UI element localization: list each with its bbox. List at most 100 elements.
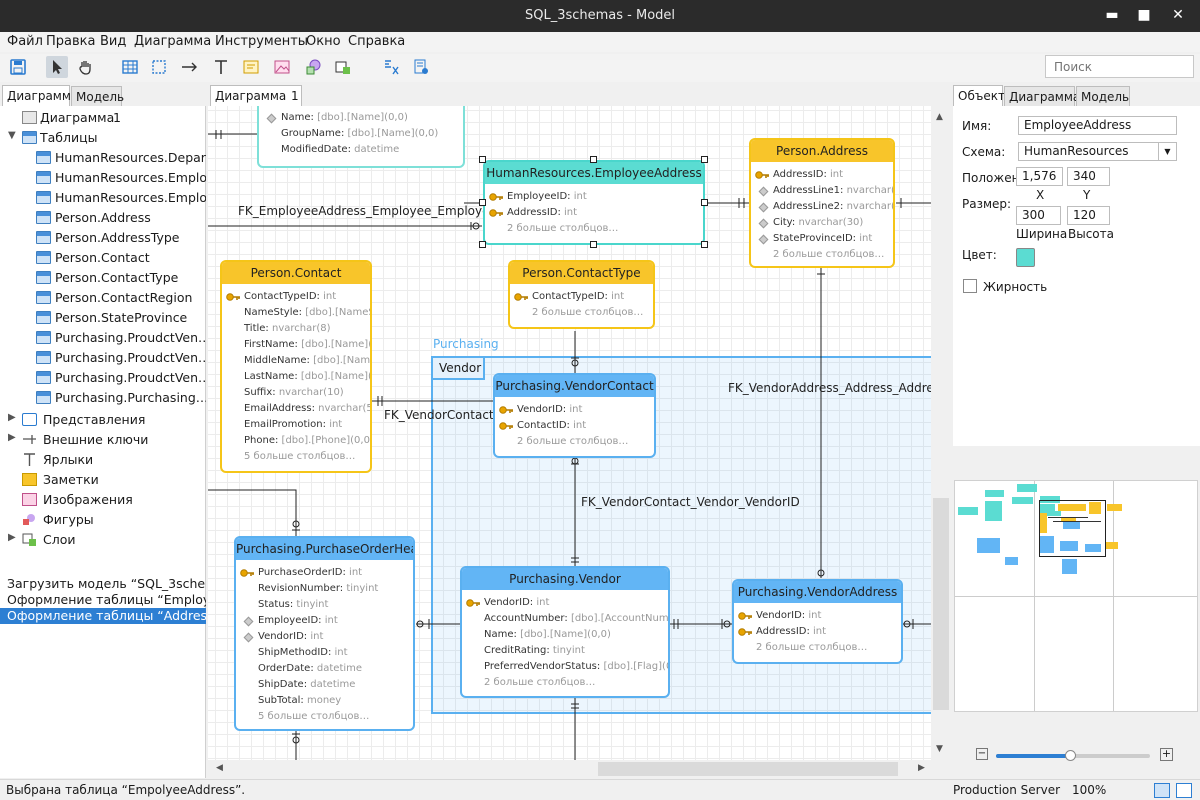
resize-handle[interactable] [590,241,597,248]
column-row[interactable]: OrderDate: datetime [236,661,413,677]
more-columns[interactable]: 2 больше столбцов… [756,642,868,653]
tree-table-item[interactable]: HumanResources.Emplo… [0,168,206,188]
tree-table-item[interactable]: Person.StateProvince [0,308,206,328]
column-row[interactable]: ContactID: int [495,418,654,434]
note-tool-icon[interactable] [240,56,262,78]
tree-table-item[interactable]: Person.ContactRegion [0,288,206,308]
column-row[interactable]: AddressID: int [751,167,893,183]
more-columns[interactable]: 2 больше столбцов… [507,223,619,234]
column-row[interactable]: EmployeeID: int [236,613,413,629]
fk-label[interactable]: FK_VendorContact_Vendor_VendorID [581,495,800,509]
tab-diagram-canvas[interactable]: Диаграмма 1 [210,85,302,106]
menu-diagram[interactable]: Диаграмма [134,34,212,49]
zoom-in-icon[interactable]: + [1160,747,1173,761]
history-item[interactable]: Оформление таблицы “Address” [0,608,206,624]
column-row[interactable]: Title: nvarchar(8) [222,321,370,337]
auto-layout-icon[interactable] [380,56,402,78]
column-row[interactable]: LastName: [dbo].[Name](0… [222,369,370,385]
tree-tables[interactable]: ▼ Таблицы [0,128,206,148]
layout-icon[interactable] [1154,783,1170,798]
minimap[interactable] [954,480,1198,712]
column-row[interactable]: ShipDate: datetime [236,677,413,693]
column-row[interactable]: Phone: [dbo].[Phone](0,0) [222,433,370,449]
column-row[interactable]: PreferredVendorStatus: [dbo].[Flag](0,0) [462,659,668,675]
resize-handle[interactable] [479,156,486,163]
chevron-down-icon[interactable]: ▼ [8,130,16,141]
diagram-canvas[interactable]: Vendor Purchasing FK_EmployeeAddress_Emp… [208,106,931,760]
scroll-thumb[interactable] [598,762,898,776]
more-columns[interactable]: 2 больше столбцов… [532,307,644,318]
column-row[interactable]: NameStyle: [dbo].[NameSt… [222,305,370,321]
maximize-button[interactable]: ■ [1137,7,1151,23]
column-row[interactable]: City: nvarchar(30) [751,215,893,231]
history-item[interactable]: Загрузить модель “SQL_3schemas” [7,576,206,591]
tree-table-item[interactable]: Person.AddressType [0,228,206,248]
panel-icon[interactable] [1176,783,1192,798]
column-row[interactable]: GroupName: [dbo].[Name](0,0) [259,126,463,142]
column-row[interactable]: Name: [dbo].[Name](0,0) [259,110,463,126]
tree-table-item[interactable]: Purchasing.ProudctVen… [0,348,206,368]
generate-icon[interactable] [410,56,432,78]
tab-diagram-left[interactable]: Диаграмма [2,85,78,106]
horizontal-scrollbar[interactable]: ◀ ▶ [208,760,931,778]
pointer-icon[interactable] [46,56,68,78]
column-row[interactable]: VendorID: int [495,402,654,418]
column-row[interactable]: AddressLine1: nvarchar(… [751,183,893,199]
column-row[interactable]: CreditRating: tinyint [462,643,668,659]
menu-help[interactable]: Справка [348,34,406,49]
zoom-out-icon[interactable]: − [976,748,988,760]
search-input[interactable] [1045,55,1194,78]
tab-model-left[interactable]: Модель [71,86,124,107]
tree-table-item[interactable]: Purchasing.Purchasing… [0,388,206,408]
close-button[interactable]: ✕ [1172,7,1184,23]
column-row[interactable]: MiddleName: [dbo].[Name]… [222,353,370,369]
shape-tool-icon[interactable] [302,56,324,78]
column-row[interactable]: Status: tinyint [236,597,413,613]
relation-tool-icon[interactable] [178,56,200,78]
tree-diagram[interactable]: Диаграмма 1 [0,108,206,128]
column-row[interactable]: VendorID: int [236,629,413,645]
tab-model-right[interactable]: Модель [1076,86,1130,107]
text-tool-icon[interactable] [210,56,232,78]
tree-labels[interactable]: Ярлыки [0,450,206,470]
tree-foreign-keys[interactable]: ▶ Внешние ключи [0,430,206,450]
tab-object[interactable]: Объект [953,85,1005,106]
schema-select[interactable]: HumanResources ▼ [1018,142,1177,161]
layer-tool-icon[interactable] [332,56,354,78]
history-item[interactable]: Оформление таблицы “Employee… [7,592,206,607]
column-row[interactable]: ContactTypeID: int [222,289,370,305]
vertical-scrollbar[interactable]: ▲ ▼ [931,106,951,760]
tree-table-item[interactable]: Purchasing.ProudctVen… [0,368,206,388]
more-columns[interactable]: 2 больше столбцов… [484,677,596,688]
chevron-down-icon[interactable]: ▼ [1158,143,1176,160]
width-field[interactable]: 300 [1016,206,1061,225]
tree-table-item[interactable]: HumanResources.Depar… [0,148,206,168]
resize-handle[interactable] [701,156,708,163]
bold-checkbox[interactable] [963,279,977,293]
tree-table-item[interactable]: Purchasing.ProudctVen… [0,328,206,348]
view-tool-icon[interactable] [148,56,170,78]
column-row[interactable]: AddressLine2: nvarchar(… [751,199,893,215]
entity-purchase-order-header[interactable]: Purchasing.PurchaseOrderHeaderPurchaseOr… [234,536,415,731]
resize-handle[interactable] [479,199,486,206]
tree-table-item[interactable]: Person.ContactType [0,268,206,288]
color-swatch[interactable] [1016,248,1035,267]
column-row[interactable]: SubTotal: money [236,693,413,709]
resize-handle[interactable] [590,156,597,163]
chevron-right-icon[interactable]: ▶ [8,412,16,423]
tree-views[interactable]: ▶ Представления [0,410,206,430]
fk-label[interactable]: FK_VendorContact [384,408,494,422]
scroll-right-icon[interactable]: ▶ [918,763,925,773]
tree-table-item[interactable]: Person.Contact [0,248,206,268]
image-tool-icon[interactable] [271,56,293,78]
x-field[interactable]: 1,576 [1016,167,1063,186]
menu-view[interactable]: Вид [100,34,127,49]
name-field[interactable]: EmployeeAddress [1018,116,1177,135]
minimap-viewport[interactable] [1039,500,1106,557]
menu-edit[interactable]: Правка [46,34,96,49]
column-row[interactable]: VendorID: int [734,608,901,624]
column-row[interactable]: ShipMethodID: int [236,645,413,661]
fk-label[interactable]: FK_EmployeeAddress_Employee_EmployeeID [238,204,510,218]
